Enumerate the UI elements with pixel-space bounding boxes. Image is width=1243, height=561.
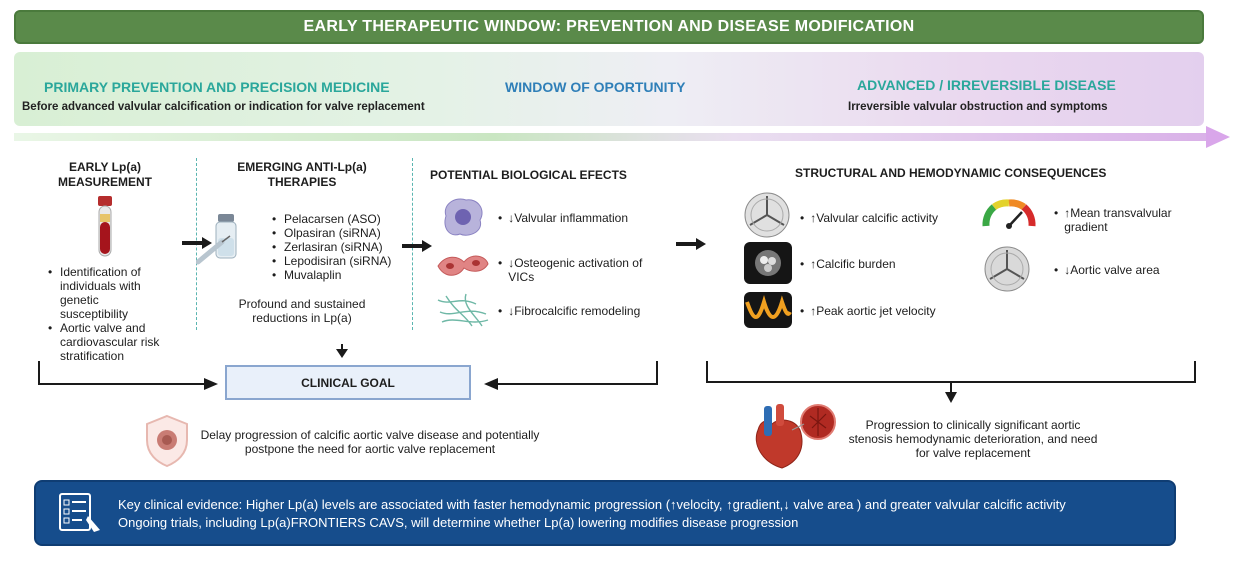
arrow-right-icon [402,240,432,252]
arrow-right-icon [182,237,212,249]
consequence-row: •↑Peak aortic jet velocity [800,304,936,318]
effect-row: •↓Fibrocalcific remodeling [498,304,641,318]
consequence-row: •↑Mean transvalvular gradient [1054,206,1204,234]
gauge-icon [982,199,1036,229]
arrow-right-icon [676,238,706,250]
evidence-line-1: Key clinical evidence: Higher Lp(a) leve… [118,497,1066,512]
band-right-subtitle: Irreversible valvular obstruction and sy… [848,101,1108,113]
connector-line [706,381,1196,383]
band-left-title: PRIMARY PREVENTION AND PRECISION MEDICIN… [44,79,390,95]
evidence-line-2: Ongoing trials, including Lp(a)FRONTIERS… [118,515,799,530]
therapies-note: Profound and sustained reductions in Lp(… [238,297,366,325]
effect-row: •↓Valvular inflammation [498,211,629,225]
arrow-down-icon [945,383,957,403]
connector-line [38,361,40,385]
band-center-title: WINDOW OF OPORTUNITY [505,79,686,95]
shield-icon [146,414,188,468]
consequence-label: ↑Valvular calcific activity [810,211,939,225]
connector-line [706,361,708,383]
consequence-label: ↓Aortic valve area [1064,263,1160,277]
arrow-down-icon [336,344,348,358]
therapy-item: Lepodisiran (siRNA) [272,254,412,268]
aortic-valve-icon [744,192,790,238]
arrow-right-icon [204,378,218,390]
heart-icon [755,404,836,469]
band-right-title: ADVANCED / IRREVERSIBLE DISEASE [857,77,1116,93]
clinical-goal-box: CLINICAL GOAL [225,365,471,400]
checklist-icon [59,493,100,532]
therapy-item: Olpasiran (siRNA) [272,226,412,240]
window-band [14,52,1204,126]
connector-line [38,383,208,385]
blood-tube-icon [98,196,112,257]
key-evidence-box: Key clinical evidence: Higher Lp(a) leve… [34,480,1176,546]
consequence-row: •↓Aortic valve area [1054,263,1160,277]
immune-cell-icon [444,198,483,236]
therapies-title: EMERGING ANTI-Lp(a) THERAPIES [237,160,367,189]
timeline-arrowhead-icon [1206,126,1230,148]
header-title-bar: EARLY THERAPEUTIC WINDOW: PREVENTION AND… [14,10,1204,44]
vic-cells-icon [437,255,489,276]
therapies-list: Pelacarsen (ASO) Olpasiran (siRNA) Zerla… [272,212,412,282]
therapy-item: Zerlasiran (siRNA) [272,240,412,254]
effect-row: •↓Osteogenic activation of VICs [498,256,658,284]
connector-line [1194,361,1196,383]
therapy-item: Pelacarsen (ASO) [272,212,412,226]
progression-text: Progression to clinically significant ao… [848,418,1098,460]
arrow-left-icon [484,378,498,390]
therapy-item: Muvalaplin [272,268,412,282]
measurement-title: EARLY Lp(a) MEASUREMENT [57,160,152,189]
goal-text: Delay progression of calcific aortic val… [200,428,540,456]
header-title: EARLY THERAPEUTIC WINDOW: PREVENTION AND… [303,18,915,35]
doppler-icon [744,292,792,328]
aortic-valve-icon [984,246,1030,292]
measurement-bullet: Identification of individuals with genet… [48,265,168,321]
consequence-label: ↑Calcific burden [810,257,896,271]
fibrosis-icon [437,293,489,327]
measurement-bullets: Identification of individuals with genet… [48,265,168,363]
consequence-label: ↑Peak aortic jet velocity [810,304,936,318]
effect-label: ↓Valvular inflammation [508,211,629,225]
evidence-text: Key clinical evidence: Higher Lp(a) leve… [118,496,1066,532]
effect-label: ↓Osteogenic activation of VICs [508,256,643,284]
band-left-subtitle: Before advanced valvular calcification o… [22,101,425,113]
clinical-goal-label: CLINICAL GOAL [301,375,395,390]
consequences-title: STRUCTURAL AND HEMODYNAMIC CONSEQUENCES [795,166,1107,180]
effects-title: POTENTIAL BIOLOGICAL EFECTS [430,168,627,182]
effect-label: ↓Fibrocalcific remodeling [508,304,641,318]
measurement-bullet: Aortic valve and cardiovascular risk str… [48,321,168,363]
ct-scan-icon [744,242,792,284]
vial-syringe-icon [196,214,237,265]
consequence-label: ↑Mean transvalvular gradient [1064,206,1172,234]
consequence-row: •↑Valvular calcific activity [800,211,939,225]
connector-line [656,361,658,385]
consequence-row: •↑Calcific burden [800,257,896,271]
timeline-arrow [14,133,1214,141]
connector-line [494,383,658,385]
